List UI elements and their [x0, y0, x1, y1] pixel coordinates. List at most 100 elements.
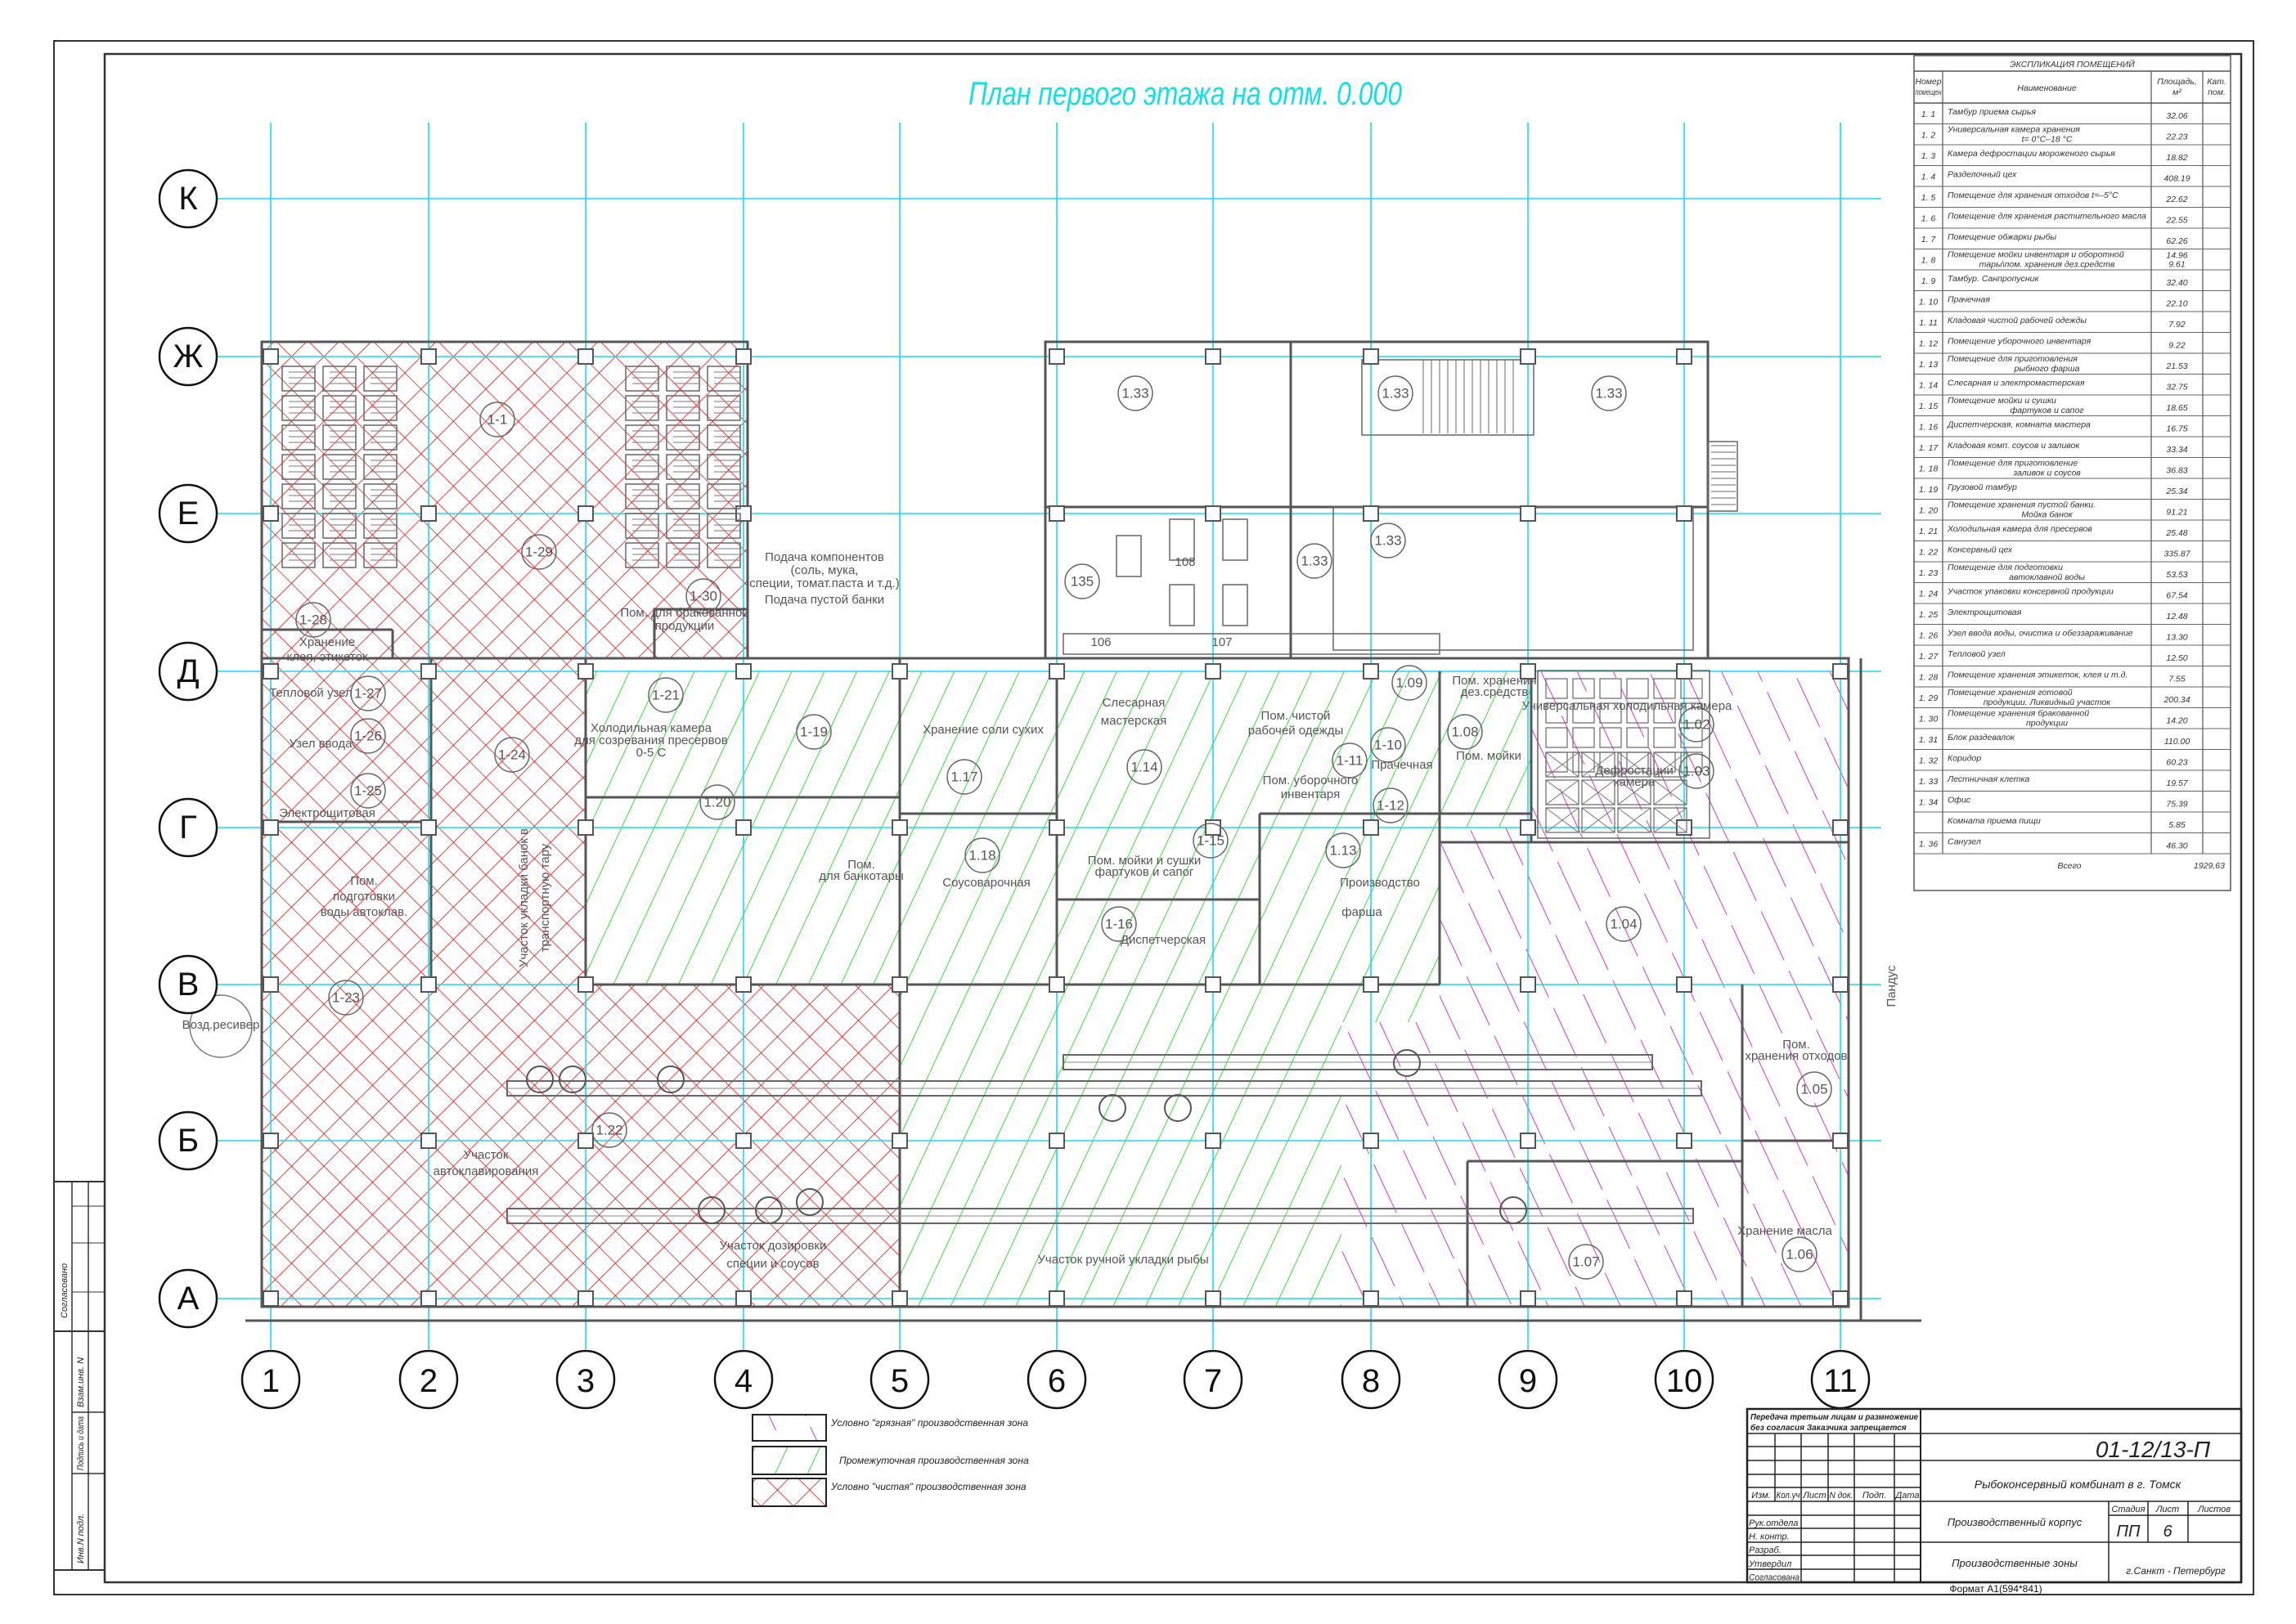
- storage-rack: [1626, 727, 1649, 748]
- room-label: Прачечная: [1371, 758, 1432, 772]
- header-number: помещен: [1916, 87, 1942, 97]
- room-name: Кладовая чистой рабочей одежды: [1948, 316, 2087, 325]
- room-number: 1. 30: [1919, 715, 1939, 725]
- room-number: 1. 18: [1919, 464, 1939, 474]
- room-tag-circle: [1373, 787, 1409, 823]
- room-number: 1. 32: [1919, 756, 1939, 766]
- city: г.Санкт - Петербург: [2126, 1565, 2226, 1577]
- plan-title: План первого этажа на отм. 0.000: [968, 76, 1402, 112]
- room-area: 46.30: [2166, 841, 2187, 851]
- project-code: 01-12/13-П: [2096, 1437, 2211, 1462]
- structural-column: [1832, 1290, 1849, 1307]
- side-approval-stamp: Согласовано Взам.инв. N Подпись и дата И…: [53, 1181, 106, 1571]
- row-axis-bubble: [158, 1110, 218, 1171]
- structural-column: [735, 1133, 752, 1149]
- legend-swatch-intermediate: [752, 1446, 827, 1475]
- room-name: автоклавной воды: [2009, 572, 2085, 582]
- pallet-rack: [363, 366, 398, 392]
- stamp-agreed: Согласовано: [60, 1263, 70, 1318]
- storage-rack: [1626, 678, 1649, 699]
- room-tag-circle: [1391, 665, 1427, 701]
- project-name: Рыбоконсервный комбинат в г. Томск: [1975, 1478, 2182, 1491]
- room-label: Узел ввода: [289, 737, 353, 751]
- machine: [1099, 1094, 1126, 1122]
- stage-header: Стадия: [2111, 1505, 2145, 1514]
- room-name: рыбного фарша: [2014, 364, 2080, 374]
- column-axis-label: 5: [891, 1363, 909, 1399]
- room-name: Тамбур. Санпропусник: [1948, 274, 2039, 284]
- structural-column: [892, 819, 908, 836]
- room-name: продукции. Ликвидный участок: [1984, 698, 2111, 707]
- room-name: Помещение для подготовки: [1948, 563, 2063, 572]
- structural-column: [1049, 348, 1065, 365]
- room-number: 1. 15: [1919, 402, 1939, 411]
- room-tag-circle: [964, 837, 1000, 873]
- structural-column: [1363, 505, 1379, 522]
- dining-table: [1222, 518, 1248, 561]
- signature-role: Разраб.: [1749, 1545, 1782, 1555]
- room-tag: 1-15: [1197, 832, 1224, 848]
- structural-column: [1676, 819, 1692, 836]
- room-label-line: Участок: [464, 1148, 509, 1162]
- structural-column: [1363, 819, 1379, 836]
- structural-column: [1363, 1133, 1379, 1149]
- room-name: Мойка банок: [2021, 510, 2074, 520]
- pallet-rack: [363, 454, 398, 480]
- room-name: Офис: [1948, 796, 1971, 805]
- structural-column: [735, 976, 752, 993]
- room-label-line: Пом. чистой: [1261, 709, 1331, 723]
- pallet-rack: [363, 483, 398, 509]
- room-number: 1. 7: [1921, 235, 1937, 244]
- room-label: Подача компонентов(соль, мука,специи, то…: [749, 550, 899, 590]
- room-name: Диспетчерская, комната мастера: [1947, 420, 2091, 430]
- machine: [657, 1065, 685, 1093]
- room-number: 1. 11: [1919, 318, 1938, 328]
- room-label-line: (соль, мука,: [791, 563, 859, 577]
- pallet-rack: [322, 542, 357, 568]
- air-receiver: [189, 994, 253, 1058]
- room-area: 25.48: [2165, 528, 2187, 538]
- structural-column: [577, 1133, 594, 1149]
- room-tag: 1.33: [1121, 385, 1148, 401]
- room-number: 1. 19: [1919, 485, 1939, 495]
- room-tag-circle: [350, 675, 386, 711]
- pallet-rack: [322, 424, 357, 451]
- pallet-rack: [666, 542, 700, 568]
- room-name: Холодильная камера для пресервов: [1947, 524, 2092, 534]
- storage-rack: [1626, 702, 1649, 724]
- column-axis-bubble: [1341, 1349, 1401, 1410]
- structural-column: [1676, 976, 1692, 993]
- room-name: заливок и соусов: [2012, 469, 2081, 478]
- storage-rack: [1680, 702, 1703, 724]
- room-number: 1. 6: [1921, 214, 1936, 224]
- pallet-rack: [363, 395, 398, 421]
- room-name: Помещение уборочного инвентаря: [1948, 337, 2092, 347]
- structural-column: [263, 663, 279, 680]
- equipment: [189, 348, 1849, 1307]
- room-label-line: Участок ручной укладки рыбы: [1037, 1253, 1208, 1267]
- machine: [1164, 1094, 1192, 1122]
- room-tag-circle: [648, 677, 684, 713]
- room-name: Комната приема пищи: [1948, 816, 2041, 826]
- room-tag-circle: [1782, 1236, 1817, 1272]
- room-tag-circle: [1377, 375, 1413, 411]
- room-label: Подача пустой банки: [765, 593, 884, 607]
- room-area: 32.06: [2166, 111, 2187, 121]
- room-label: фарша: [1341, 905, 1382, 919]
- room-tag: 135: [1071, 573, 1094, 589]
- room-label-line: Возд.ресивер: [182, 1018, 260, 1032]
- room-area: 18.65: [2166, 403, 2187, 413]
- room-area: 53.53: [2166, 570, 2187, 580]
- pallet-rack: [707, 542, 741, 568]
- row-axis-bubble: [158, 954, 218, 1015]
- room-number: 1. 22: [1919, 548, 1939, 558]
- room-tag: 1-10: [1374, 737, 1402, 752]
- room-name: Помещение мойки и сушки: [1948, 396, 2056, 406]
- header-category: пом.: [2208, 87, 2226, 97]
